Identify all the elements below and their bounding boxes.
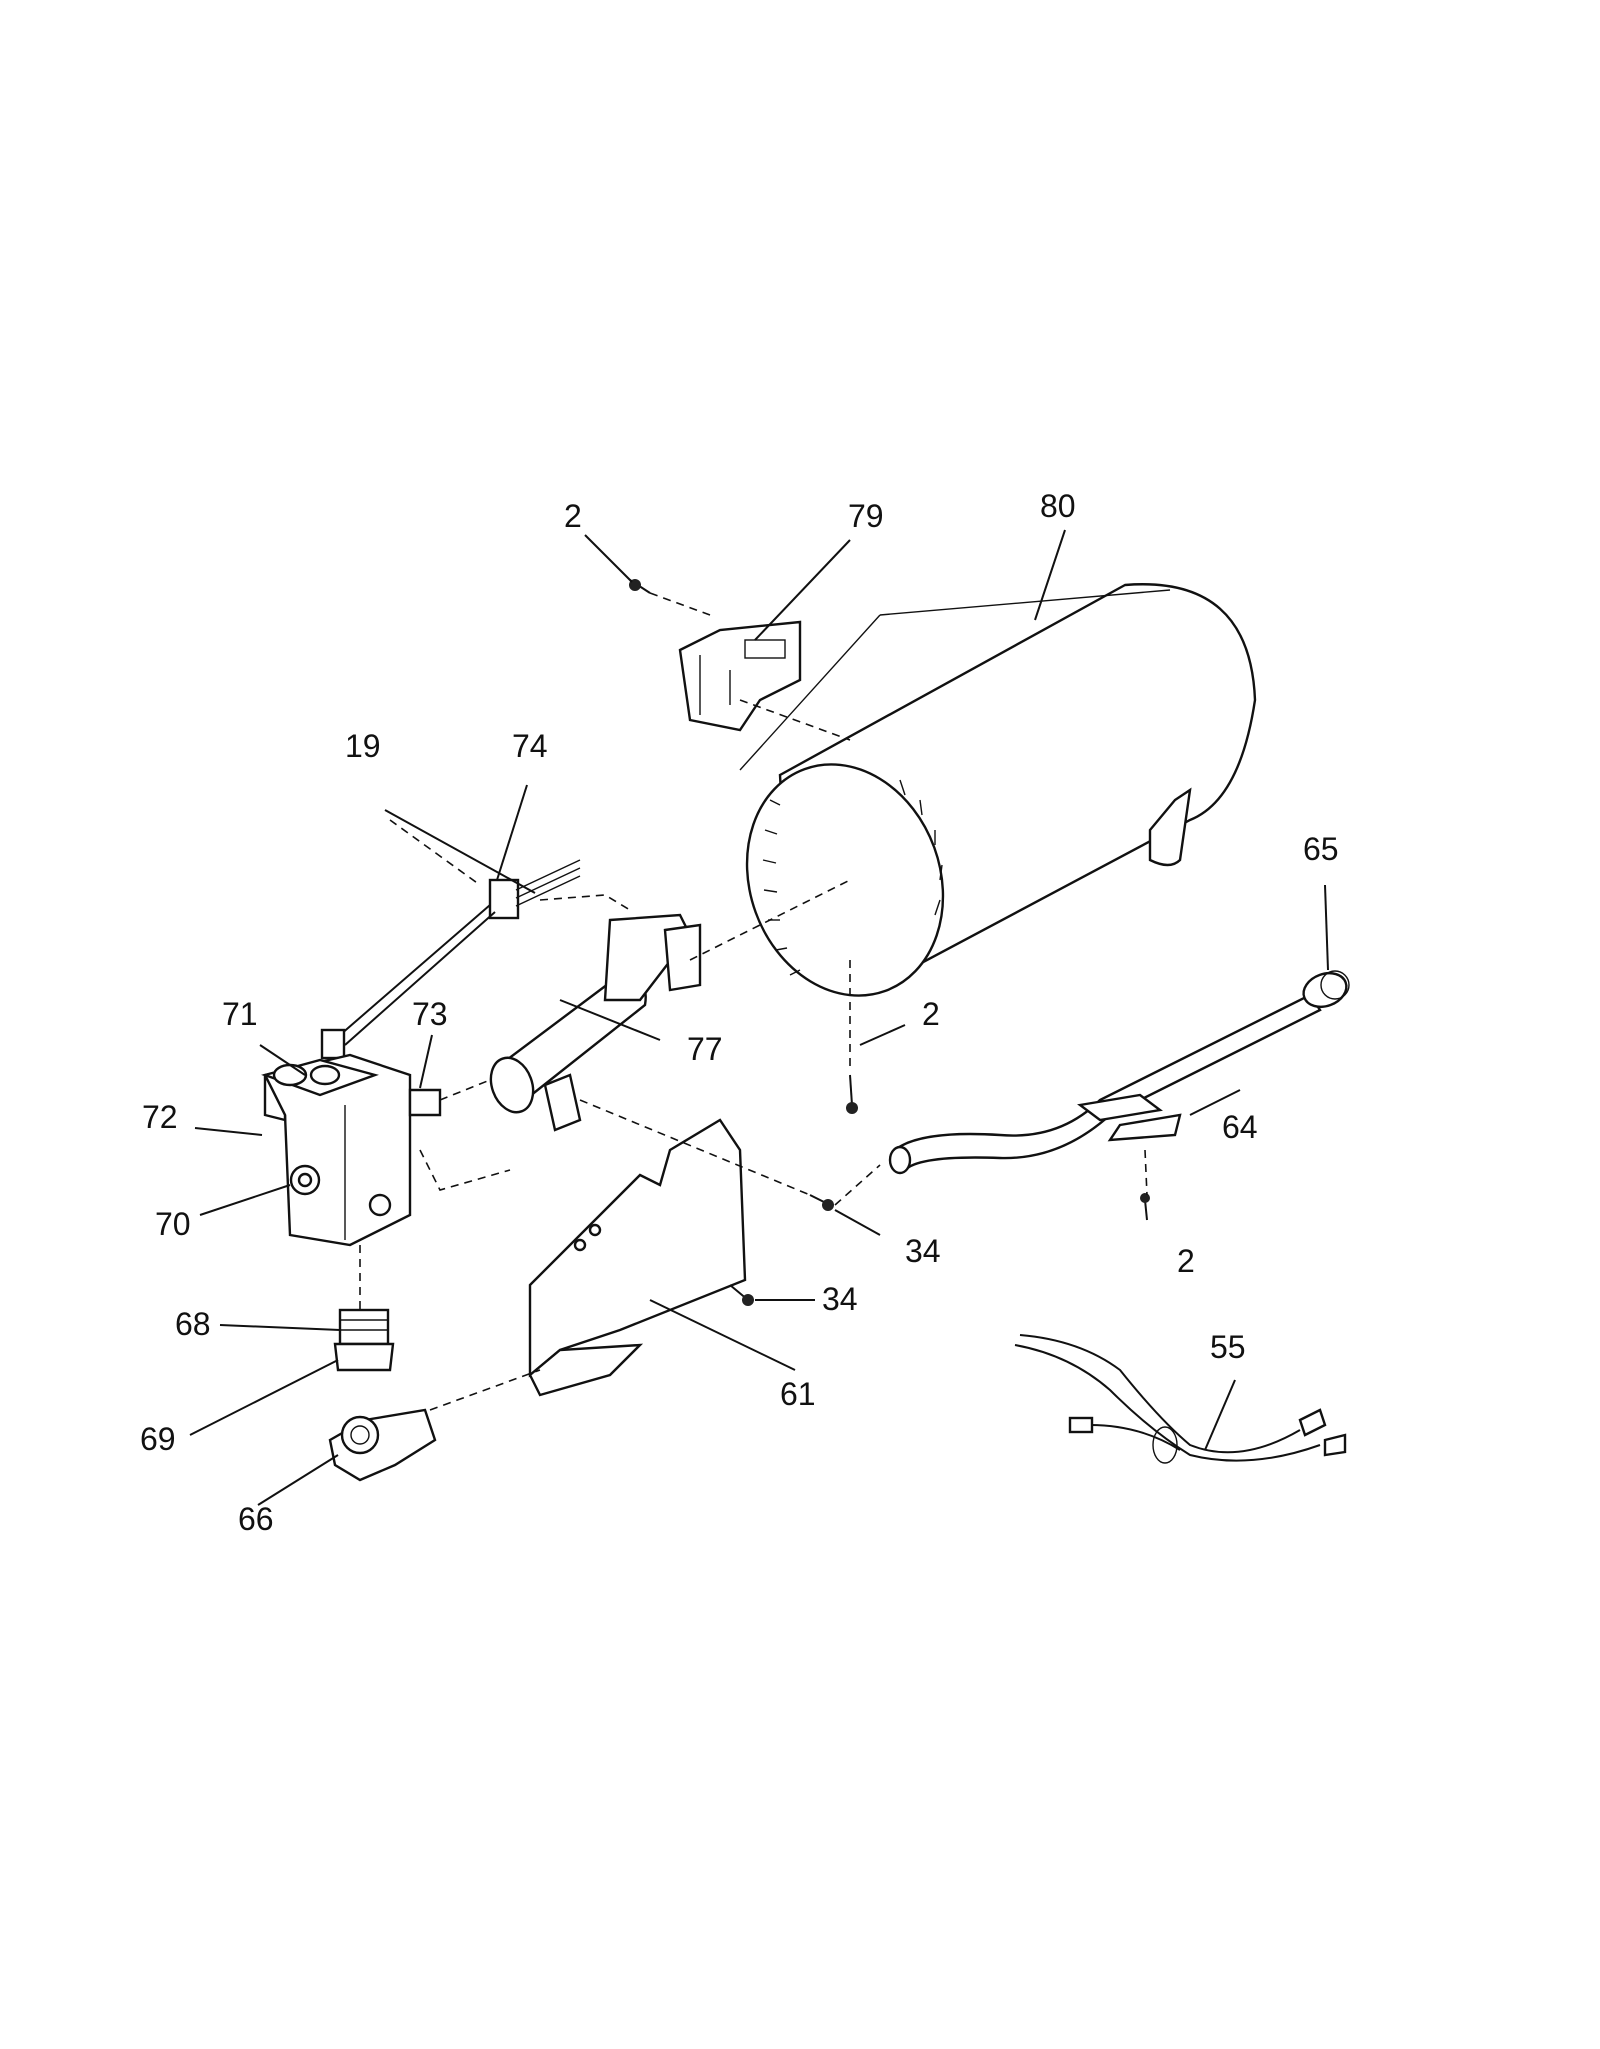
callout-2-drum: 2 [922, 996, 940, 1032]
callout-72: 72 [142, 1099, 178, 1135]
part-64-pipe [888, 993, 1322, 1175]
callout-66: 66 [238, 1501, 274, 1537]
callout-2-top: 2 [564, 498, 582, 534]
callout-55: 55 [1210, 1329, 1246, 1365]
callout-80: 80 [1040, 488, 1076, 524]
callout-79: 79 [848, 498, 884, 534]
callout-70: 70 [155, 1206, 191, 1242]
leader-lines [189, 529, 1329, 1506]
callout-19: 19 [345, 728, 381, 764]
callout-77: 77 [687, 1031, 723, 1067]
screw-34-lower [729, 1284, 754, 1306]
callout-61: 61 [780, 1376, 816, 1412]
callout-68: 68 [175, 1306, 211, 1342]
callout-65: 65 [1303, 831, 1339, 867]
part-79-bracket [678, 620, 802, 732]
callout-34-upper: 34 [905, 1233, 941, 1269]
callout-2-pipe: 2 [1177, 1243, 1195, 1279]
part-65-cap [1302, 970, 1350, 1009]
part-74-igniter [320, 859, 581, 1060]
assembly-lines [359, 592, 1148, 1411]
part-70-gas-valve [261, 1053, 442, 1247]
part-80-drum [739, 583, 1257, 997]
callout-34-lower: 34 [822, 1281, 858, 1317]
callout-74: 74 [512, 728, 548, 764]
callout-69: 69 [140, 1421, 176, 1457]
part-55-wire-harness [1014, 1334, 1347, 1464]
screw-34-upper [809, 1194, 834, 1211]
part-66-elbow [328, 1408, 437, 1482]
part-61-heat-shield [528, 1118, 747, 1397]
part-68-69-fitting [333, 1308, 395, 1372]
callouts: 2 79 80 19 74 65 71 73 2 77 72 64 70 34 … [140, 488, 1339, 1537]
callout-71: 71 [222, 996, 258, 1032]
screw-2-pipe [1140, 1193, 1150, 1221]
screw-2-drum [846, 1074, 858, 1114]
callout-73: 73 [412, 996, 448, 1032]
callout-64: 64 [1222, 1109, 1258, 1145]
part-77-burner [489, 913, 702, 1132]
